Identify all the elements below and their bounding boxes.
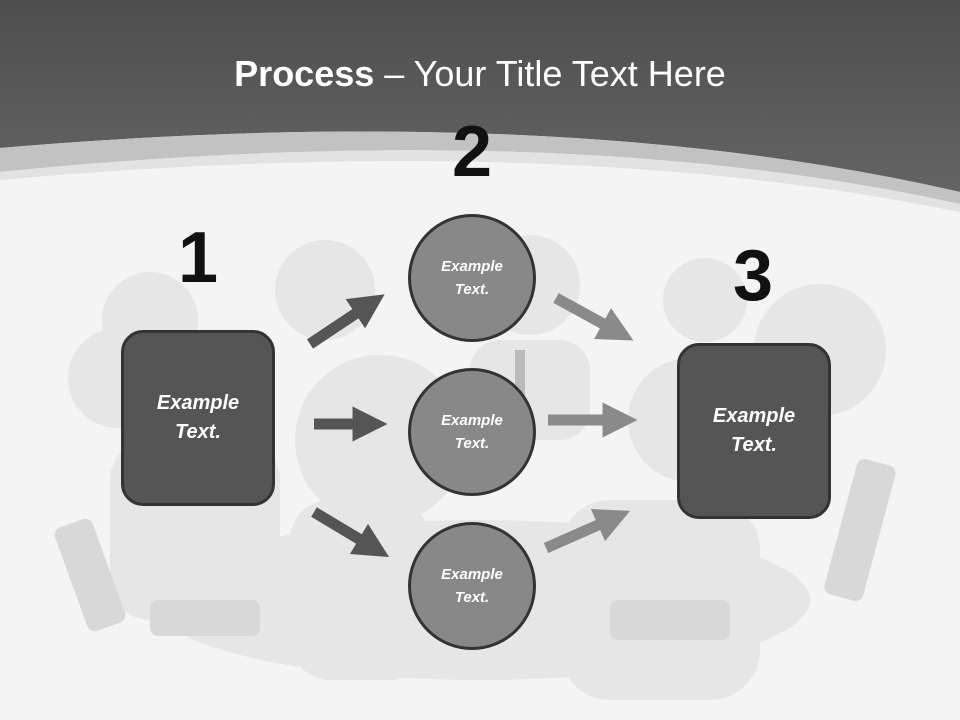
step-2-number: 2 [451, 112, 493, 192]
step-1-number: 1 [177, 218, 219, 298]
step-3-number: 3 [732, 236, 774, 316]
arrow-1-to-bottom [311, 507, 390, 558]
title-rest: – Your Title Text Here [374, 53, 726, 94]
step-2-circle-middle: Example Text. [408, 368, 536, 496]
step-2-circle-middle-text: Example Text. [441, 412, 503, 452]
step-2-circle-bottom: Example Text. [408, 522, 536, 650]
arrow-top-to-3 [553, 293, 634, 341]
step-3-text: Example Text. [712, 405, 796, 456]
chairs-graphic [54, 459, 896, 640]
step-1-text: Example Text. [156, 392, 240, 443]
step-1-box: Example Text. [121, 330, 275, 506]
arrow-bottom-to-3 [543, 509, 631, 554]
step-2-circle-top-text: Example Text. [441, 258, 503, 298]
step-3-box: Example Text. [677, 343, 831, 519]
title-bold: Process [234, 53, 375, 94]
slide-title: Process – Your Title Text Here [0, 52, 960, 96]
step-2-circle-bottom-text: Example Text. [441, 566, 503, 606]
step-2-circle-top: Example Text. [408, 214, 536, 342]
arrow-1-to-top [306, 294, 385, 349]
